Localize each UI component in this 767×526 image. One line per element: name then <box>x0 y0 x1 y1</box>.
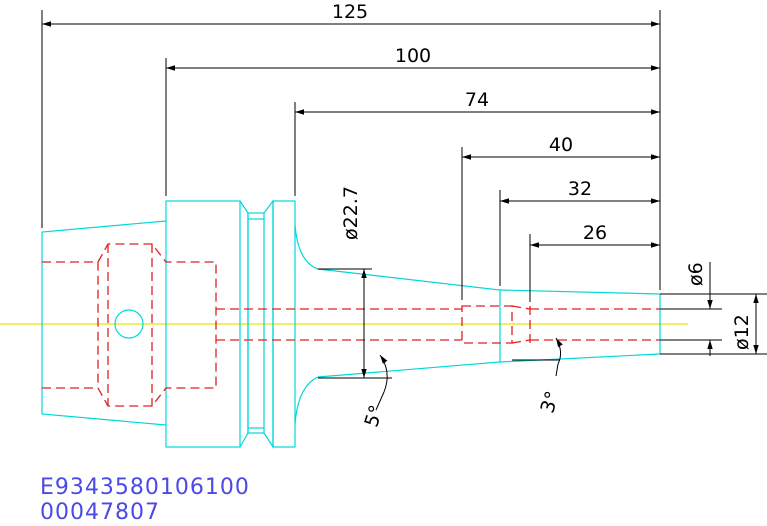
dim-to-bore-step: 26 <box>583 222 607 244</box>
dim-taper-angle-large: 5° <box>360 402 388 429</box>
dim-to-bore-start: 40 <box>549 134 573 156</box>
dim-to-neck: 74 <box>465 89 489 111</box>
cross-hole <box>114 309 144 339</box>
dim-bore-diameter: ø6 <box>685 262 707 286</box>
dim-nose-diameter: ø12 <box>731 314 753 350</box>
part-outline <box>41 199 661 450</box>
angle-leaders <box>375 337 563 411</box>
part-code-line-2: 00047807 <box>40 500 160 525</box>
dim-overall-length: 125 <box>332 1 368 23</box>
length-dimension-lines <box>42 21 660 248</box>
hidden-lines <box>42 243 660 407</box>
dim-neck-diameter: ø22.7 <box>340 186 362 240</box>
part-code-line-1: E9343580106100 <box>40 475 250 500</box>
dim-taper-angle-small: 3° <box>536 388 564 415</box>
dim-to-flange: 100 <box>395 45 431 67</box>
dim-to-step: 32 <box>568 178 592 200</box>
diameter-dimension-lines <box>361 262 759 378</box>
